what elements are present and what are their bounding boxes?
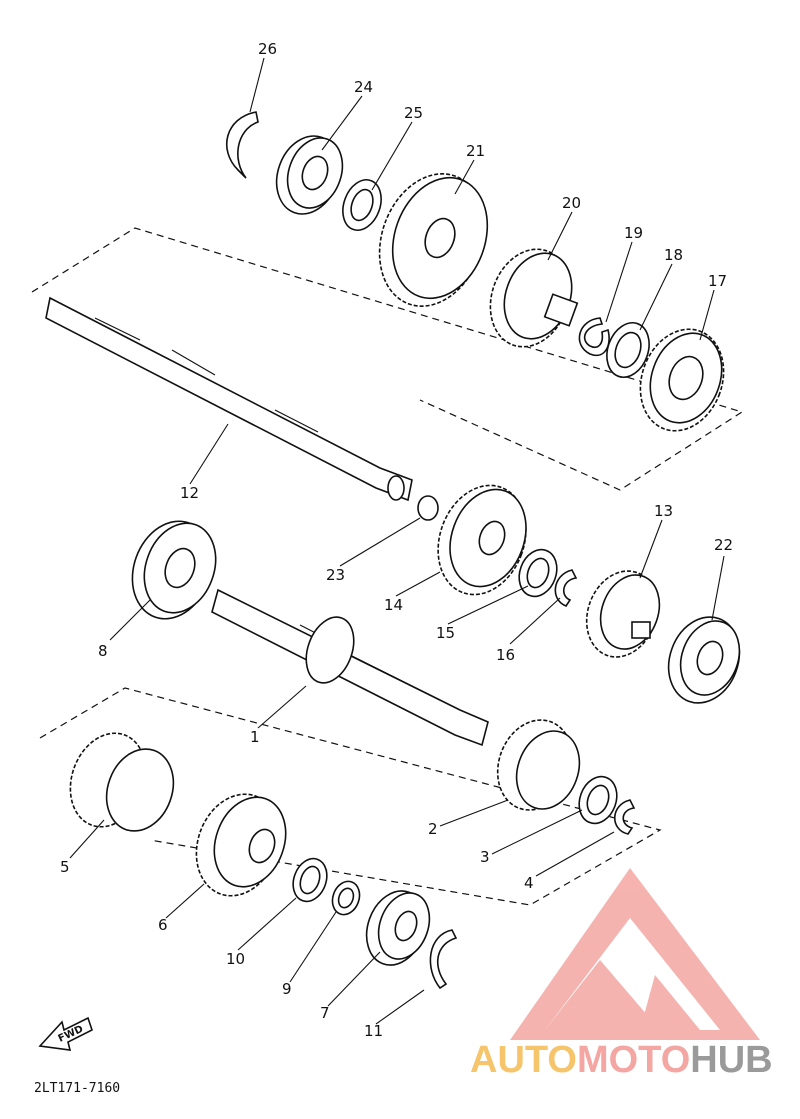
label-16: 16 (496, 646, 515, 664)
circlip-16 (554, 569, 578, 607)
watermark-part-hub: HUB (690, 1039, 772, 1081)
washer-25 (342, 179, 382, 231)
circlip-4 (614, 799, 636, 835)
label-25: 25 (404, 104, 423, 122)
lower-group-frame (39, 687, 662, 906)
washer-3 (578, 775, 618, 825)
label-7: 7 (320, 1004, 330, 1022)
bearing-22 (667, 616, 741, 704)
upper-group-frame (31, 227, 744, 491)
label-24: 24 (354, 78, 373, 96)
fwd-arrow-icon: FWD (38, 1016, 93, 1051)
label-11: 11 (364, 1022, 383, 1040)
label-5: 5 (60, 858, 70, 876)
label-18: 18 (664, 246, 683, 264)
main-axle-12 (45, 296, 413, 502)
gear-17 (639, 328, 725, 432)
label-21: 21 (466, 142, 485, 160)
label-14: 14 (384, 596, 403, 614)
label-8: 8 (98, 642, 108, 660)
circlip-11 (429, 929, 458, 990)
label-26: 26 (258, 40, 277, 58)
label-22: 22 (714, 536, 733, 554)
leader-lines (69, 57, 725, 1025)
circlip-19 (578, 317, 610, 357)
label-6: 6 (158, 916, 168, 934)
gear-6 (195, 793, 287, 897)
label-15: 15 (436, 624, 455, 642)
gear-14 (437, 484, 527, 596)
washer-10 (292, 857, 328, 903)
watermark-part-auto: AUTO (470, 1039, 577, 1081)
gear-2 (496, 719, 581, 811)
gear-5 (69, 732, 175, 832)
gear-20 (489, 248, 579, 348)
label-9: 9 (282, 980, 292, 998)
gear-13 (585, 570, 661, 658)
drive-axle-1 (211, 588, 489, 747)
gear-21 (378, 173, 489, 307)
watermark-logo (510, 868, 760, 1040)
washer-18 (606, 322, 650, 378)
circlip-26 (225, 111, 259, 179)
bearing-8 (131, 520, 217, 620)
collar-23 (417, 495, 439, 521)
bearing-7 (365, 890, 431, 966)
label-20: 20 (562, 194, 581, 212)
label-2: 2 (428, 820, 438, 838)
watermark-part-moto: MOTO (577, 1039, 690, 1081)
label-13: 13 (654, 502, 673, 520)
collar-9 (331, 880, 361, 916)
label-12: 12 (180, 484, 199, 502)
label-4: 4 (524, 874, 534, 892)
bearing-24 (275, 135, 344, 215)
label-10: 10 (226, 950, 245, 968)
label-19: 19 (624, 224, 643, 242)
label-17: 17 (708, 272, 727, 290)
label-3: 3 (480, 848, 490, 866)
diagram-code: 2LT171-7160 (34, 1081, 120, 1096)
washer-15 (518, 548, 558, 598)
label-23: 23 (326, 566, 345, 584)
label-1: 1 (250, 728, 260, 746)
watermark-text: AUTOMOTOHUB (470, 1039, 773, 1081)
